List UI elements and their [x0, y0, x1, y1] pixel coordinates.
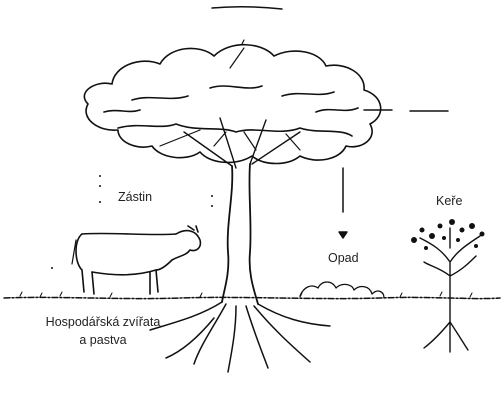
leaf-litter [300, 282, 384, 298]
ground-line [4, 297, 500, 298]
label-shrubs: Keře [436, 194, 462, 208]
litter-arrow [339, 168, 347, 238]
tree-trunk [184, 118, 300, 304]
label-livestock-line1: Hospodářská zvířata [14, 313, 192, 331]
canopy-dashes [364, 110, 448, 111]
tree-canopy [84, 40, 380, 164]
top-line [212, 7, 282, 9]
label-litter: Opad [328, 251, 359, 265]
cow [72, 226, 200, 294]
label-livestock-line2: a pastva [14, 331, 192, 349]
ground-grass [20, 292, 472, 297]
label-shade: Zástin [118, 190, 152, 204]
shrub [411, 219, 485, 352]
label-livestock: Hospodářská zvířata a pastva [14, 313, 192, 349]
